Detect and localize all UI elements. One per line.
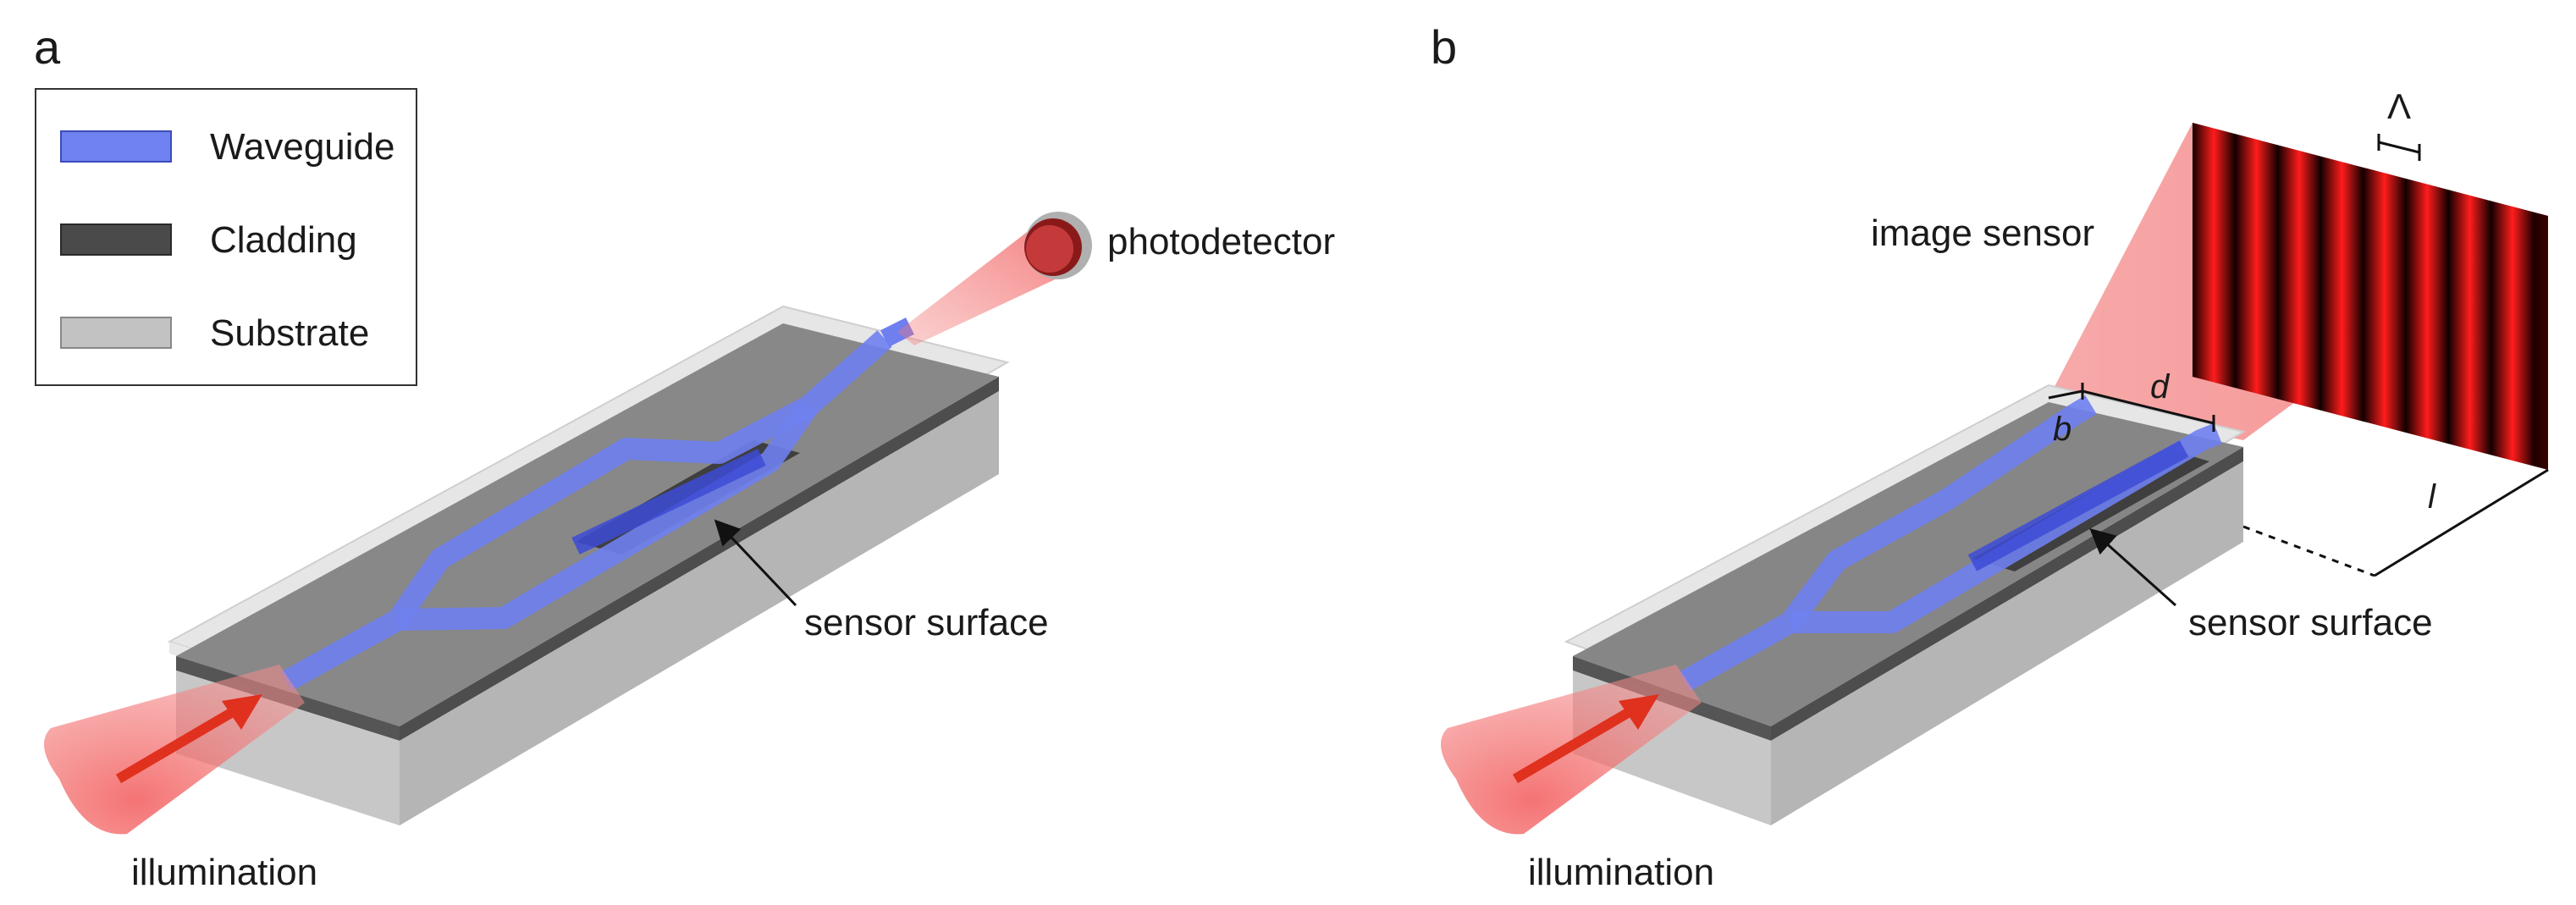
legend-swatch-cladding [60,223,172,256]
chip-b-waveguide-upper [1679,395,2097,692]
legend-label-cladding: Cladding [210,219,357,261]
d-dimension-line [2082,389,2215,425]
legend-swatch-waveguide [60,130,172,163]
legend-swatch-substrate [60,317,172,349]
panel-a: a Waveguide Cladding Substrate [34,20,1335,893]
d-symbol: d [2150,368,2171,406]
illumination-arrow-head-b [1619,694,1659,730]
sensor-surface-arrow-b [2089,527,2177,607]
illumination-arrow-shaft-a [115,702,245,784]
lambda-bracket [2378,141,2420,154]
sensor-surface-label-a: sensor surface [804,602,1049,643]
panel-b: b image sensor Λ l [1431,20,2549,893]
chip-b-substrate-right [1771,461,2243,825]
legend-label-waveguide: Waveguide [210,126,395,168]
b-symbol: b [2053,411,2071,448]
image-sensor-label: image sensor [1871,212,2094,254]
chip-b [1564,384,2246,825]
legend-label-substrate: Substrate [210,312,369,354]
sensor-surface-arrow-a [714,519,797,607]
chip-a-waveguide-lower [397,400,818,631]
illumination-arrow-shaft-b [1512,702,1641,784]
illumination-label-a: illumination [131,852,317,893]
l-dashed-line [2242,525,2375,577]
sensor-surface-label-b: sensor surface [2188,602,2433,643]
legend: Waveguide Cladding Substrate [35,88,417,386]
chip-b-cladding-right [1771,447,2243,741]
chip-a-sensing-arm [571,449,766,555]
panel-b-letter: b [1431,20,1457,74]
illumination-label-b: illumination [1528,852,1714,893]
l-dimension-line [2374,468,2549,577]
chip-a-substrate-right [400,391,999,825]
image-sensor-fringes [2193,123,2548,470]
panel-a-letter: a [34,20,61,74]
lambda-symbol: Λ [2387,86,2411,126]
photodetector-icon [1024,212,1092,279]
b-dimension-line [2048,389,2083,400]
chip-a [167,305,1010,825]
illumination-arrow-head-a [222,694,262,730]
chip-b-sensing-arm [1967,440,2189,571]
photodetector-label: photodetector [1107,221,1335,262]
l-symbol: l [2428,478,2436,516]
chip-a-cladding-right [400,377,999,741]
